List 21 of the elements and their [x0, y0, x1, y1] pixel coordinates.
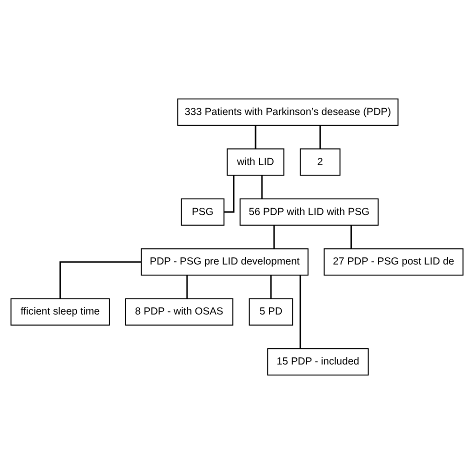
node-box: PSG [180, 198, 224, 226]
connector [59, 261, 142, 299]
connector [261, 175, 263, 199]
node-box: 27 PDP - PSG post LID de [324, 248, 464, 276]
node-box: 8 PDP - with OSAS [125, 298, 234, 326]
node-box: 15 PDP - included [267, 348, 369, 376]
connector [319, 126, 321, 149]
node-box: fficient sleep time [10, 298, 110, 326]
connector [186, 275, 188, 298]
connector [254, 126, 256, 149]
node-box: PDP - PSG pre LID development [140, 248, 309, 276]
node-box: with LID [226, 148, 284, 176]
connector [273, 225, 275, 249]
node-box: 333 Patients with Parkinson’s desease (PDP) [177, 98, 398, 126]
node-box: 56 PDP with LID with PSG [240, 198, 379, 226]
connector [270, 275, 272, 298]
connector [300, 275, 302, 349]
connector [224, 175, 234, 213]
connector [350, 225, 352, 249]
node-box: 2 [300, 148, 340, 176]
node-box: 5 PD [248, 298, 294, 326]
